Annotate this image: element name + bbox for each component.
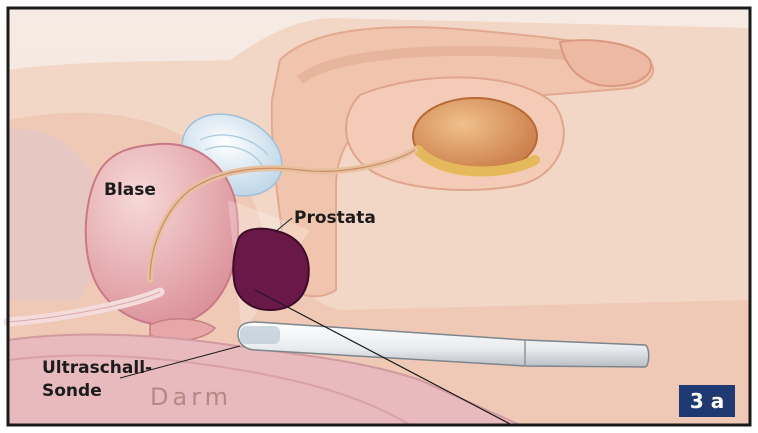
bladder [86,144,238,325]
label-sonde-line2: Sonde [42,380,152,403]
figure-badge: 3 a [679,385,735,417]
label-sonde-line1: Ultraschall- [42,357,152,380]
label-blase: Blase [104,180,156,200]
label-prostata: Prostata [294,208,376,228]
label-darm: Darm [150,383,232,411]
label-ultraschall-sonde: Ultraschall- Sonde [42,357,152,403]
